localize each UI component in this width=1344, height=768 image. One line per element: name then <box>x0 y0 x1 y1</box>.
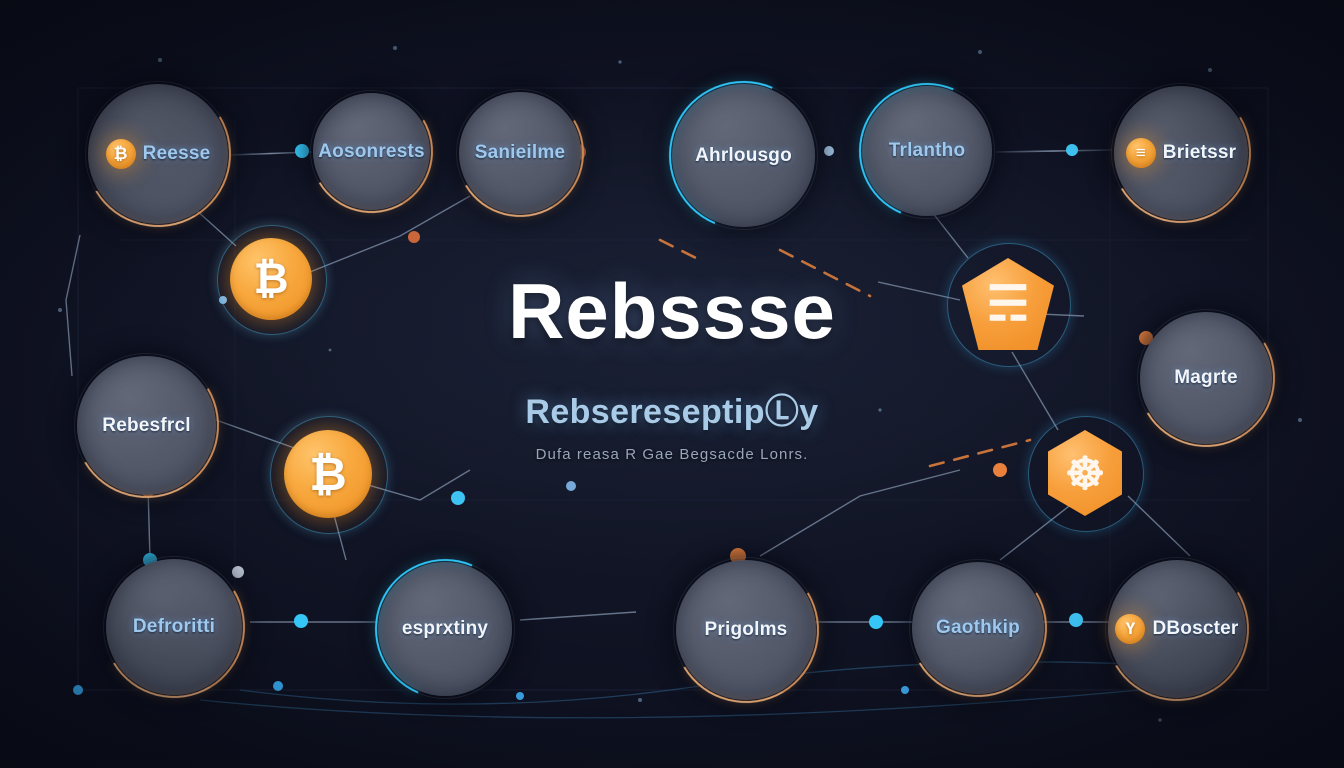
node-label: Brietssr <box>1162 142 1237 163</box>
node-label: Reesse <box>142 143 211 164</box>
graph-node-n4[interactable]: Ahrlousgo <box>646 58 841 253</box>
graph-node-n12[interactable]: Gaothkip <box>894 544 1062 712</box>
node-label: esprxtiny <box>401 618 489 639</box>
node-label: Prigolms <box>704 619 788 640</box>
node-label: Rebesfrcl <box>102 414 191 436</box>
graph-node-n10[interactable]: esprxtiny <box>353 537 537 721</box>
graph-node-n1[interactable]: ₿ Reesse <box>69 65 247 243</box>
graph-node-n5[interactable]: Trlantho <box>838 62 1016 240</box>
node-label: Ahrlousgo <box>695 144 792 166</box>
node-label: Sanieilme <box>474 142 566 163</box>
node-label: DBoscter <box>1152 618 1239 639</box>
node-label: Gaothkip <box>936 617 1020 638</box>
graph-node-n7[interactable]: Rebesfrcl <box>58 337 235 514</box>
graph-node-n9[interactable]: Defroritti <box>87 540 261 714</box>
token-t2[interactable]: ₿ <box>270 416 388 534</box>
graph-node-n6[interactable]: ≡ Brietssr <box>1096 68 1266 238</box>
node-label: Aosonrests <box>318 140 425 162</box>
token-t1[interactable]: ₿ <box>217 225 327 335</box>
graph-node-n3[interactable]: Sanieilme <box>442 75 598 231</box>
token-t3[interactable]: ☴ <box>947 243 1071 367</box>
token-halo-ring <box>217 225 327 335</box>
graph-node-n8[interactable]: Magrte <box>1122 294 1290 462</box>
token-badge-icon: ≡ <box>1125 138 1156 168</box>
node-label: Trlantho <box>888 140 966 161</box>
node-label: Magrte <box>1174 367 1238 388</box>
graph-node-n2[interactable]: Aosonrests <box>296 76 447 227</box>
graph-node-n11[interactable]: Prigolms <box>657 541 835 719</box>
token-halo-ring <box>270 416 388 534</box>
bitcoin-coin-icon: ₿ <box>105 139 136 169</box>
node-label: Defroritti <box>132 616 216 637</box>
token-t4[interactable]: ☸ <box>1028 416 1144 532</box>
